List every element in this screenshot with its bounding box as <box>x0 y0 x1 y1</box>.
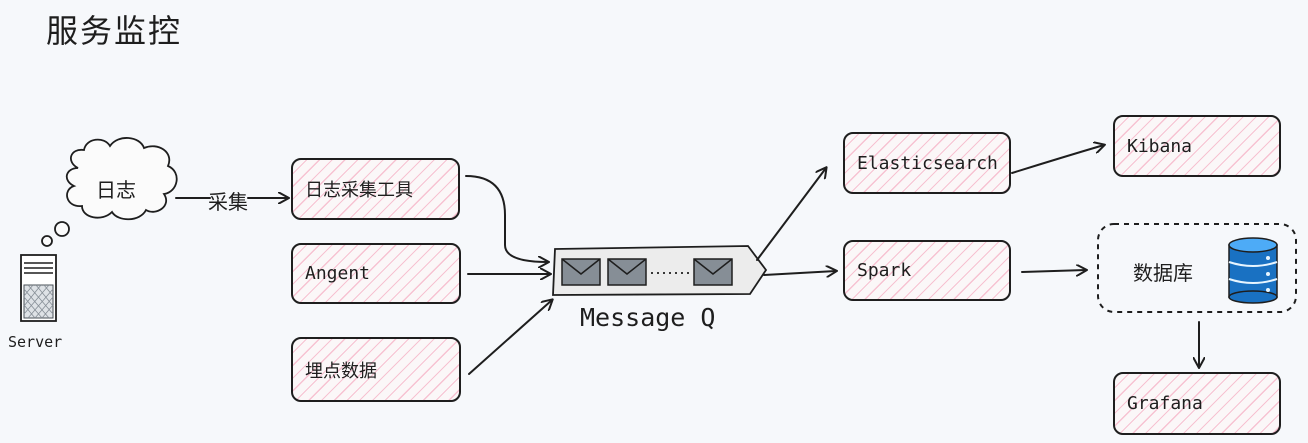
message-queue-shape <box>552 245 768 296</box>
thought-cloud <box>41 137 178 247</box>
arrow-elasticsearch-to-kibana <box>1011 145 1104 174</box>
message-queue-label: Message Q <box>580 303 716 332</box>
arrow-queue-to-spark <box>763 271 836 275</box>
log-cloud-label: 日志 <box>96 178 136 202</box>
diagram-title: 服务监控 <box>46 12 183 50</box>
server-icon <box>20 254 57 322</box>
arrow-spark-to-database <box>1021 270 1086 272</box>
arrow-collector-to-queue <box>465 175 548 262</box>
collect-label: 采集 <box>208 190 248 214</box>
envelope-icon <box>607 258 647 286</box>
database-label: 数据库 <box>1133 261 1193 285</box>
arrow-tracking-to-queue <box>468 300 552 375</box>
node-grafana: Grafana <box>1113 372 1281 435</box>
envelope-icon <box>693 258 733 286</box>
database-group-border <box>1097 223 1297 313</box>
server-label: Server <box>8 333 63 351</box>
node-tracking-data: 埋点数据 <box>291 337 461 402</box>
node-agent: Angent <box>291 243 461 304</box>
arrow-queue-to-elasticsearch <box>756 168 826 261</box>
envelope-icon <box>561 258 601 286</box>
node-kibana: Kibana <box>1113 115 1281 177</box>
database-icon <box>1228 237 1278 304</box>
node-spark: Spark <box>843 240 1011 301</box>
node-elasticsearch: Elasticsearch <box>843 132 1011 194</box>
node-log-collector: 日志采集工具 <box>291 158 460 220</box>
